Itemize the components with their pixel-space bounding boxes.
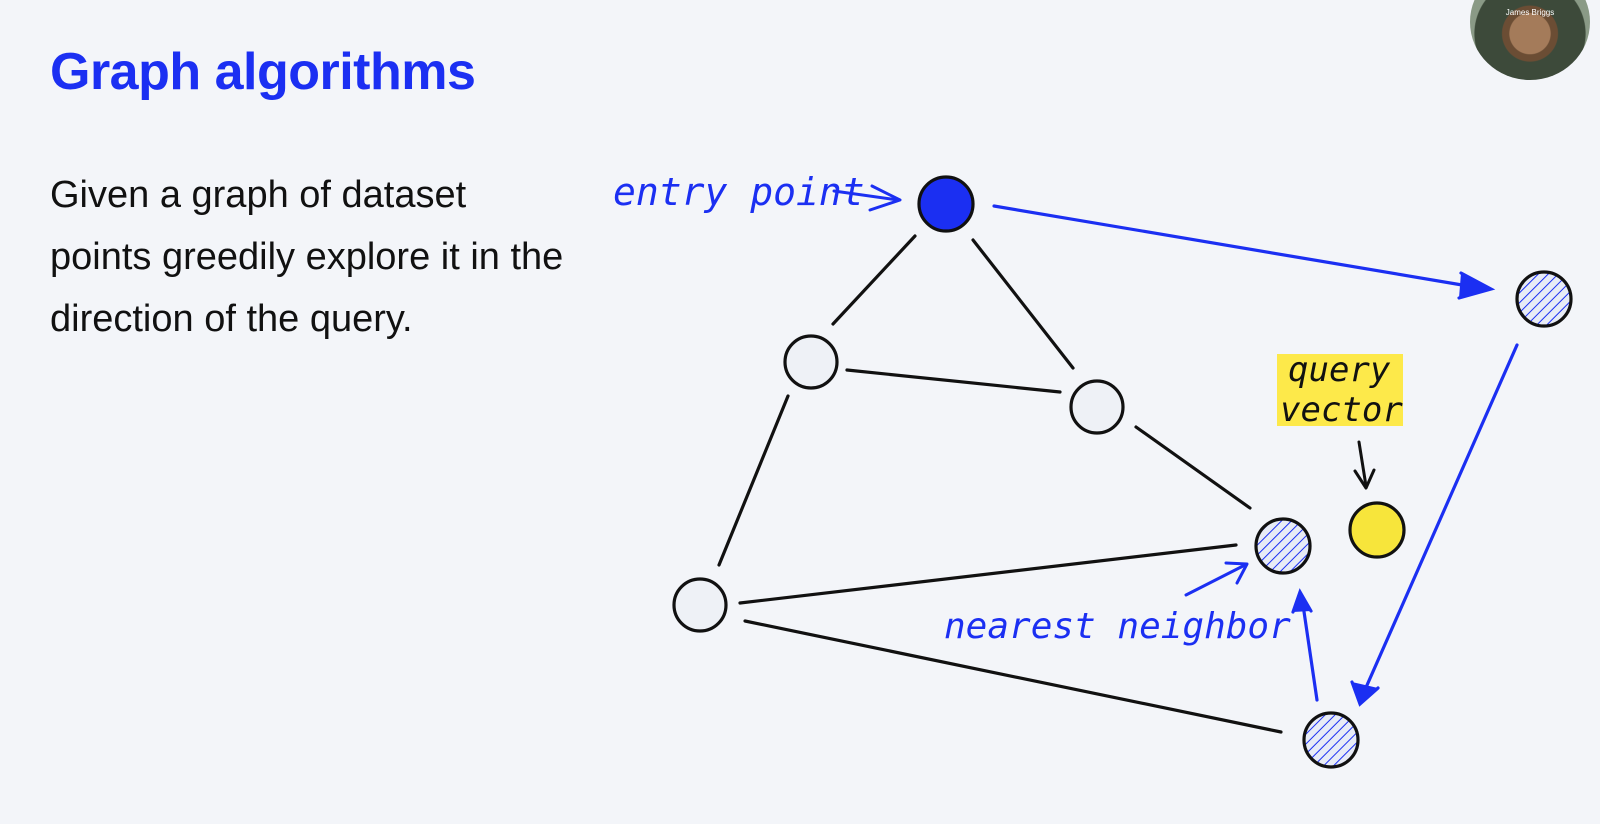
edge [738, 543, 1238, 605]
graph-nodes [672, 175, 1573, 769]
entry-point-label: entry point [613, 170, 865, 214]
visited-node [1515, 270, 1573, 328]
arrowhead-icon [1291, 588, 1313, 614]
entry-node [917, 175, 975, 233]
presenter-name: James Briggs [1505, 8, 1555, 17]
query-vector-label-line1: query [1288, 350, 1391, 390]
edge [1134, 425, 1252, 510]
arrowhead-icon [1350, 680, 1380, 707]
nearest-neighbor-node [1254, 517, 1312, 575]
slide-title: Graph algorithms [50, 43, 476, 101]
search-path-edge [1362, 343, 1519, 694]
slide-description: Given a graph of dataset points greedily… [50, 174, 564, 340]
nearest-neighbor-arrow [1184, 563, 1247, 597]
edge [831, 234, 917, 326]
annotation-arrows [832, 184, 1376, 597]
visited-node [1302, 711, 1360, 769]
query-vector-label-line2: vector [1280, 390, 1403, 430]
search-path-edge [1300, 596, 1319, 702]
arrowhead-icon [1353, 468, 1376, 490]
graph-node [783, 334, 839, 390]
edge [845, 368, 1062, 394]
arrowhead-icon [1224, 561, 1249, 585]
graph-edges [717, 234, 1283, 734]
edge [743, 619, 1283, 734]
nearest-neighbor-label: nearest neighbor [944, 606, 1291, 647]
graph-node [672, 577, 728, 633]
query-vector-arrow [1357, 440, 1368, 488]
edge [971, 238, 1075, 370]
search-path [992, 204, 1519, 707]
arrowhead-icon [1457, 271, 1496, 300]
query-vector-node [1348, 501, 1406, 559]
arrowhead-icon [868, 184, 902, 212]
graph-node [1069, 379, 1125, 435]
entry-point-arrow [832, 189, 900, 202]
edge [717, 394, 790, 567]
search-path-edge [992, 204, 1476, 289]
query-vector-highlight [1277, 354, 1403, 426]
